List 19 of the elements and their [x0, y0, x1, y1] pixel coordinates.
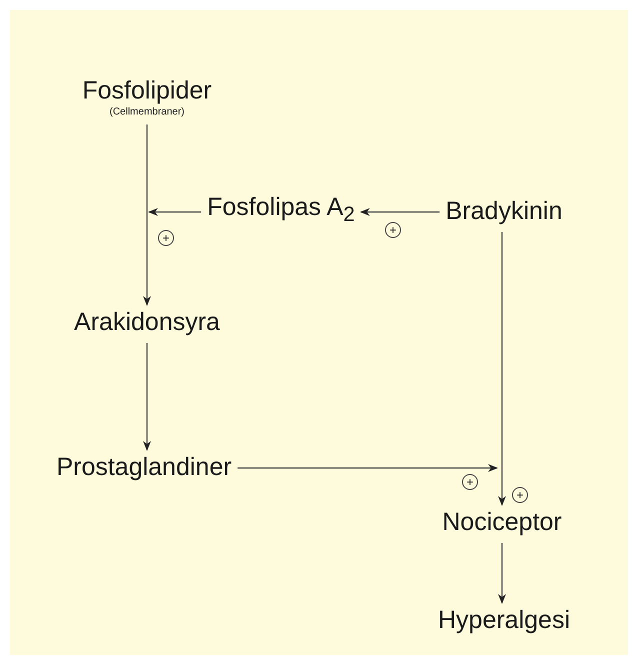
- term-label: Nociceptor: [442, 507, 562, 537]
- plus-sign: +: [385, 222, 401, 238]
- term-label: Fosfolipas A$_{2}$: [207, 192, 355, 230]
- arrow: [498, 543, 506, 604]
- term-label: Hyperalgesi: [438, 605, 570, 635]
- sub-label: (Cellmembraner): [108, 106, 186, 118]
- plus-sign: +: [158, 230, 174, 246]
- arrow: [143, 343, 151, 451]
- arrow: [143, 124, 151, 306]
- arrow: [148, 208, 202, 216]
- arrow: [360, 208, 440, 216]
- arrow: [238, 464, 498, 472]
- term-label: Prostaglandiner: [56, 452, 232, 482]
- term-label: Bradykinin: [446, 196, 562, 226]
- term-label: Fosfolipider: [82, 76, 212, 106]
- plus-sign: +: [462, 474, 478, 490]
- plus-sign: +: [512, 487, 528, 503]
- arrow: [498, 232, 506, 506]
- term-label: Arakidonsyra: [74, 307, 220, 337]
